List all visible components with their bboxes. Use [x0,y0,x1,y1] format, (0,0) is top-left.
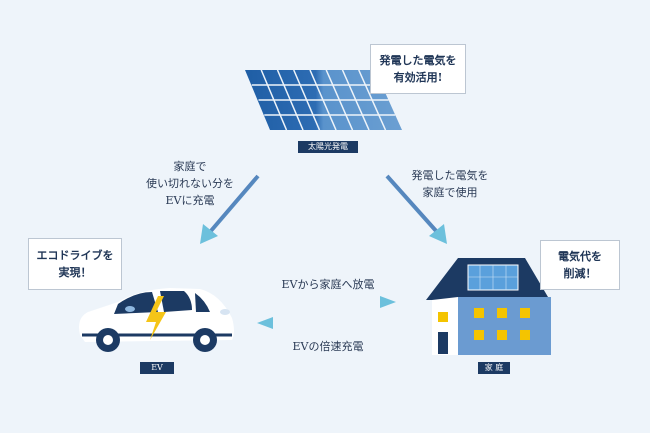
arrow-home-to-ev [257,317,394,329]
solar-panel-icon [245,69,402,131]
ev-label: EV [140,362,174,374]
bubble-line: 発電した電気を [379,54,457,67]
home-to-ev-text: EVの倍速充電 [292,340,364,353]
text-line: 家庭で [173,160,207,173]
bubble-line: エコドライブを [36,249,114,262]
bubble-line: 削減！ [563,267,597,280]
left-flow-text: 家庭で使い切れない分を EVに充電 [130,158,250,209]
home-speech-bubble: 電気代を削減！ [540,240,620,290]
text-line: 発電した電気を [411,169,489,182]
arrow-solar-to-home [385,174,447,244]
solar-speech-bubble: 発電した電気を有効活用! [370,44,466,94]
bubble-line: 有効活用! [393,71,443,84]
ev-to-home-text: EVから家庭へ放電 [281,278,375,291]
bubble-line: 実現！ [58,266,92,279]
bubble-line: 電気代を [558,250,602,263]
right-flow-text: 発電した電気を家庭で使用 [390,167,510,201]
ev-car-icon [79,288,234,352]
arrow-ev-to-home [262,296,396,308]
text-line: EVに充電 [165,194,215,207]
text-line: 使い切れない分を [146,177,234,190]
text-line: 家庭で使用 [422,186,478,199]
house-icon [426,258,551,355]
arrow-solar-to-ev [200,174,260,244]
solar-label: 太陽光発電 [298,141,358,153]
ev-speech-bubble: エコドライブを実現！ [28,238,122,290]
home-label: 家 庭 [478,362,510,374]
